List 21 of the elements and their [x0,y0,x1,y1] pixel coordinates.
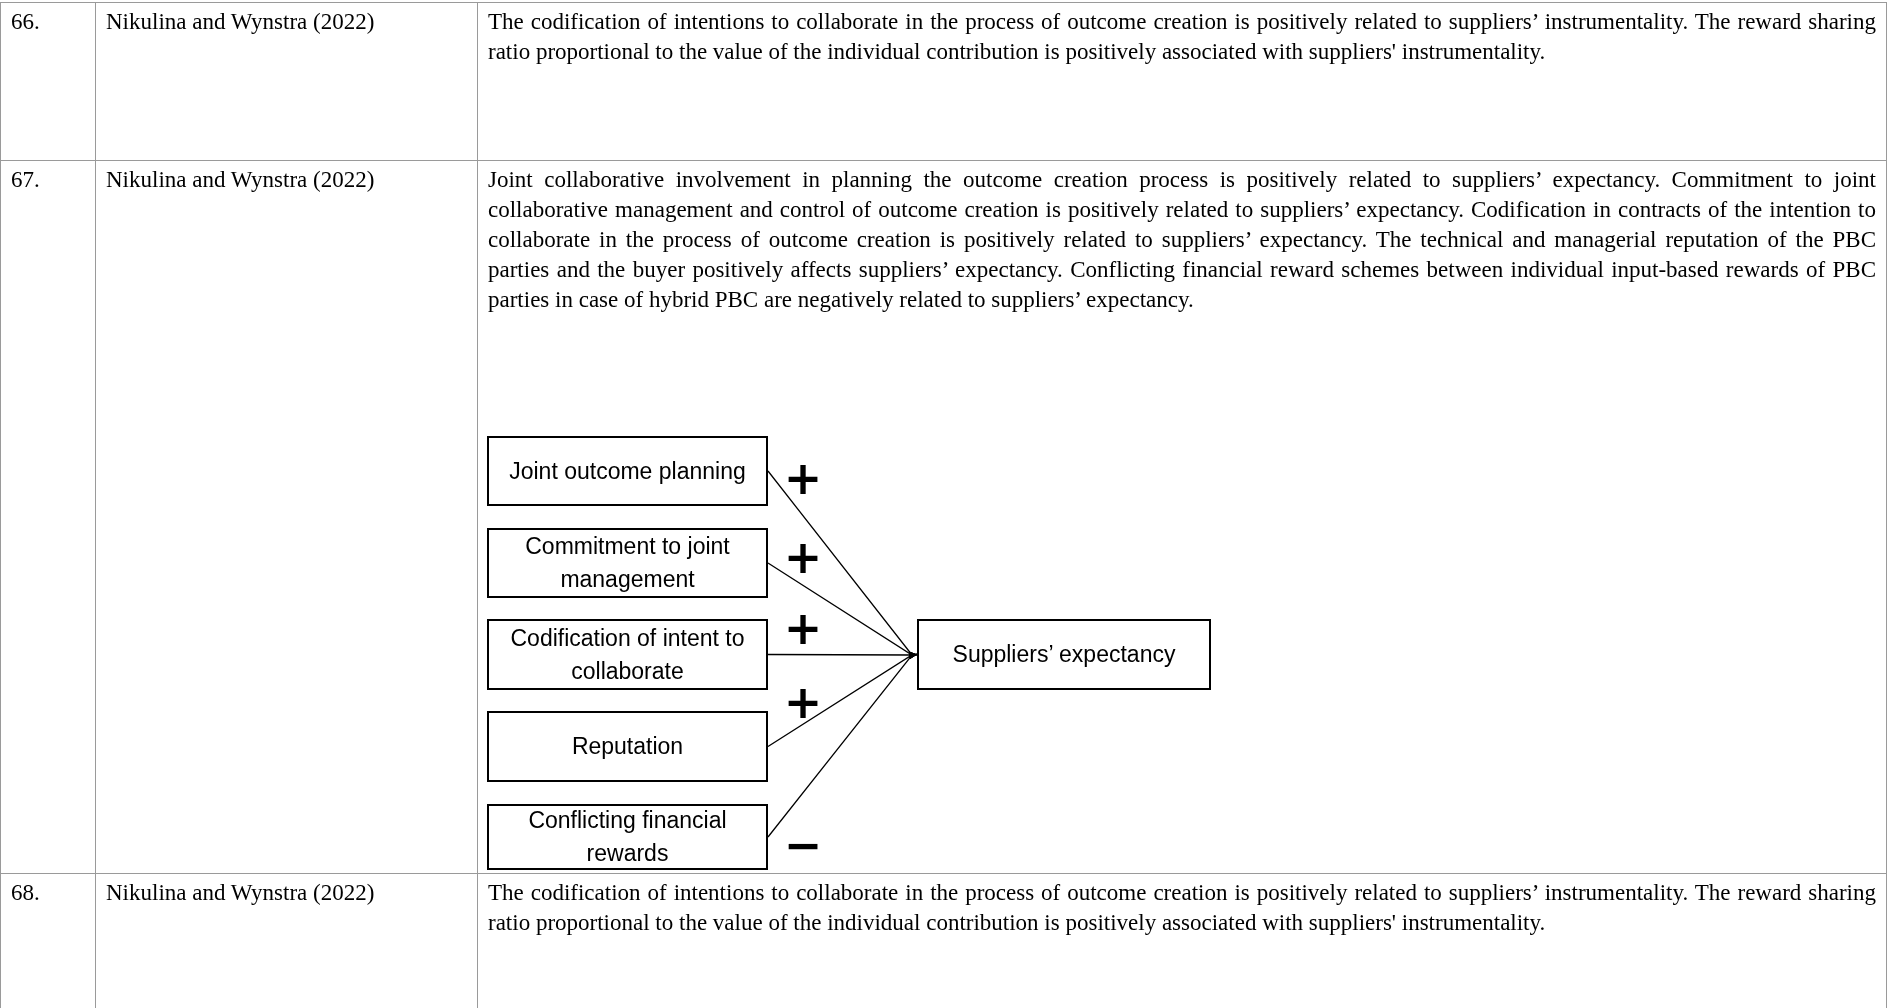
edge-label: − [783,822,823,868]
edge-label: + [783,605,823,651]
outcome-box: Suppliers’ expectancy [917,619,1211,690]
description-text: Joint collaborative involvement in planning the outcome creation process is positively related to suppliers’ expectancy. Commitment to joint collaborative management and control of outcome creation is positively related to suppliers’ expectancy. Codification in contracts of the intention to collaborate in the process of outcome creation is positively related to suppliers’ expectancy. The technical and managerial reputation of the PBC parties and the buyer positively affects suppliers’ expectancy. Conflicting financial reward schemes between individual input-based rewards of PBC parties in case of hybrid PBC are negatively related to suppliers’ expectancy. [488,166,1876,314]
factor-box: Conflicting financial rewards [487,804,768,870]
factor-box: Codification of intent to collaborate [487,619,768,690]
edge-label: + [783,679,823,725]
factor-box: Reputation [487,711,768,782]
description-text: The codification of intentions to collaborate in the process of outcome creation is positively related to suppliers’ instrumentality. The reward sharing ratio proportional to the value of the individual contribution is positively associated with suppliers' instrumentality. [488,879,1876,937]
author-citation: Nikulina and Wynstra (2022) [106,8,376,36]
author-citation: Nikulina and Wynstra (2022) [106,879,376,907]
row-number: 66. [11,8,41,36]
description-text: The codification of intentions to collaborate in the process of outcome creation is positively related to suppliers’ instrumentality. The reward sharing ratio proportional to the value of the individual contribution is positively associated with suppliers' instrumentality. [488,8,1876,66]
arrow [767,651,918,838]
edge-label: + [783,455,823,501]
row-number: 67. [11,166,41,194]
edge-label: + [783,534,823,580]
author-citation: Nikulina and Wynstra (2022) [106,166,376,194]
factor-box: Commitment to joint management [487,528,768,598]
factor-box: Joint outcome planning [487,436,768,506]
row-number: 68. [11,879,41,907]
